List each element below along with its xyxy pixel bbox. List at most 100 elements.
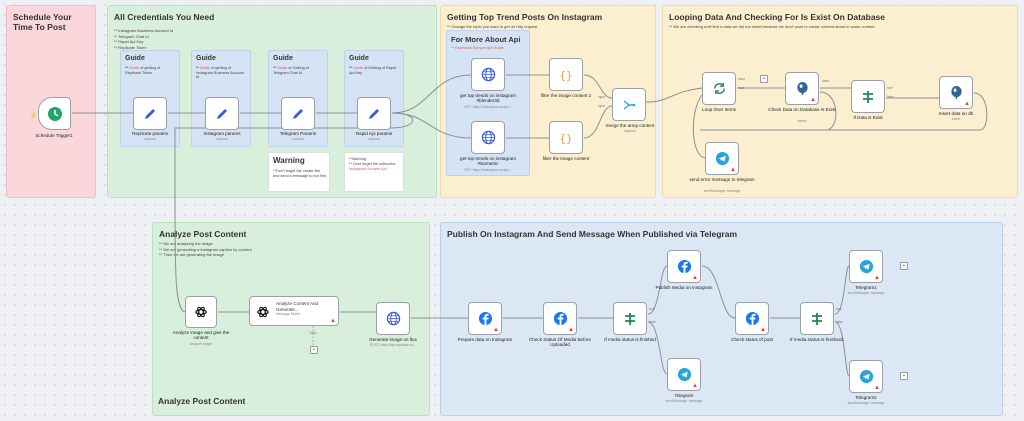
node-label: Schedule Trigger1	[35, 133, 73, 138]
node-sublabel: manual	[292, 137, 304, 141]
node-replicate-params[interactable]	[133, 97, 167, 130]
note-line: ** We are generating a instagram caption…	[159, 246, 252, 252]
node-loop-over-items[interactable]	[702, 72, 736, 105]
telegram-icon	[715, 151, 730, 166]
pencil-icon	[215, 107, 229, 121]
node-check-status-media[interactable]: ▲	[543, 302, 577, 335]
warning-icon: ▲	[874, 275, 880, 281]
node-label: filter the image content	[542, 156, 590, 161]
node-filter[interactable]: {}	[549, 121, 583, 154]
openai-icon	[256, 305, 270, 319]
note-line: ** We are analyzing the image	[159, 241, 213, 246]
frame-footer-title: Analyze Post Content	[158, 396, 246, 406]
frame-title: Schedule Your Time To Post	[13, 12, 72, 32]
node-sublabel: sendMessage: message	[665, 399, 703, 403]
node-label: Publish Media on Instagram	[655, 285, 713, 290]
node-send-error-telegram[interactable]: ▲	[705, 142, 739, 175]
api-guide-link[interactable]: ** Facebook Scraper Api Guide	[451, 46, 504, 50]
node-if-media-finished[interactable]	[613, 302, 647, 335]
node-prepare-instagram[interactable]: ▲	[468, 302, 502, 335]
warning-link[interactable]: Instagram Scraper Api	[349, 166, 387, 171]
port-label: true	[649, 307, 655, 311]
frame-note: ** We are checking until find a data we …	[669, 24, 875, 29]
add-tool-button[interactable]: +	[310, 346, 318, 354]
warning-icon: ▲	[568, 327, 574, 333]
node-sublabel: manual	[216, 137, 228, 141]
add-node-button[interactable]: +	[760, 75, 768, 83]
code-icon: {}	[558, 132, 574, 144]
frame-publish: Publish On Instagram And Send Message Wh…	[440, 222, 1003, 416]
warning-title: Warning	[273, 156, 305, 165]
note-line: ** Then we are generating the image	[159, 252, 225, 257]
warning-icon: ▲	[692, 275, 698, 281]
postgres-icon	[949, 85, 964, 100]
if-icon	[861, 90, 875, 104]
node-filter-2[interactable]: {}	[549, 58, 583, 91]
node-sublabel: append	[624, 129, 636, 133]
node-label: If Data is Exist	[853, 115, 883, 120]
node-generate-image[interactable]	[376, 302, 410, 335]
port-label: done	[822, 79, 830, 83]
frame-title: Looping Data And Checking For Is Exist O…	[669, 12, 885, 22]
node-label: Telegram1	[855, 285, 877, 290]
node-merge[interactable]	[612, 88, 646, 121]
port-label: Tools	[309, 331, 317, 335]
guide-link[interactable]: Guide	[277, 66, 288, 70]
node-instagram-params[interactable]	[205, 97, 239, 130]
pencil-icon	[143, 107, 157, 121]
node-if-media-finished-1[interactable]	[800, 302, 834, 335]
node-label: Replicate params	[132, 131, 168, 136]
guide-link[interactable]: Guide	[353, 66, 364, 70]
pencil-icon	[291, 107, 305, 121]
frame-note: ** Change the topic you want to get on h…	[447, 24, 538, 29]
svg-text:{}: {}	[559, 69, 572, 81]
node-label: Check status of post	[731, 337, 773, 342]
warning-icon: ▲	[874, 385, 880, 391]
node-sublabel: sendMessage: message	[847, 401, 885, 405]
node-label: Analyze image and give the content	[172, 330, 230, 341]
note-line: ** Replicate Token	[114, 44, 147, 50]
if-icon	[623, 312, 637, 326]
node-analyze-content[interactable]: Analyze Content And Generate...Message M…	[249, 296, 339, 326]
add-node-button[interactable]: +	[900, 372, 908, 380]
node-trends-blender[interactable]	[471, 58, 505, 91]
node-trends-isometric[interactable]	[471, 121, 505, 154]
node-label: Check Data on Database Is Exist	[768, 107, 836, 112]
guide-link[interactable]: Guide	[129, 66, 140, 70]
node-telegram-params[interactable]	[281, 97, 315, 130]
warning-icon: ▲	[810, 97, 816, 103]
node-telegram-1[interactable]: ▲	[849, 250, 883, 283]
guide-text: ** Guide of getting of Replicate Token	[125, 66, 161, 75]
note-line: ** Telegram Chat Id	[114, 33, 149, 39]
clock-icon	[47, 106, 63, 122]
guide-title: Guide	[349, 55, 369, 62]
port-label: input	[598, 95, 605, 99]
node-check-database[interactable]: ▲	[785, 72, 819, 105]
facebook-icon	[478, 311, 493, 326]
node-schedule-trigger[interactable]	[38, 97, 71, 130]
port-label: false	[649, 320, 656, 324]
node-check-status-post[interactable]: ▲	[735, 302, 769, 335]
port-label: false	[836, 320, 843, 324]
svg-text:{}: {}	[559, 132, 572, 144]
node-analyze-image[interactable]	[185, 296, 217, 328]
node-telegram[interactable]: ▲	[667, 358, 701, 391]
guide-link[interactable]: Guide	[200, 66, 211, 70]
node-sublabel: sendMessage: message	[847, 291, 885, 295]
warning-icon: ▲	[730, 167, 736, 173]
node-sublabel: GET: https://instagram-scrape...	[464, 168, 512, 172]
node-telegram-2[interactable]: ▲	[849, 360, 883, 393]
warning-icon: ▲	[493, 327, 499, 333]
node-label: send error message to telegram	[689, 177, 755, 182]
globe-icon	[386, 311, 401, 326]
node-text: Analyze Content And Generate...Message M…	[276, 301, 338, 318]
port-label: loop	[738, 86, 745, 90]
node-rapid-api-params[interactable]	[357, 97, 391, 130]
node-insert-db[interactable]: ▲	[939, 76, 973, 109]
add-node-button[interactable]: +	[900, 262, 908, 270]
node-publish-media[interactable]: ▲	[667, 250, 701, 283]
node-sublabel: Message Model	[276, 312, 300, 316]
frame-title: Getting Top Trend Posts On Instagram	[447, 12, 603, 22]
node-if-exist[interactable]	[851, 80, 885, 113]
